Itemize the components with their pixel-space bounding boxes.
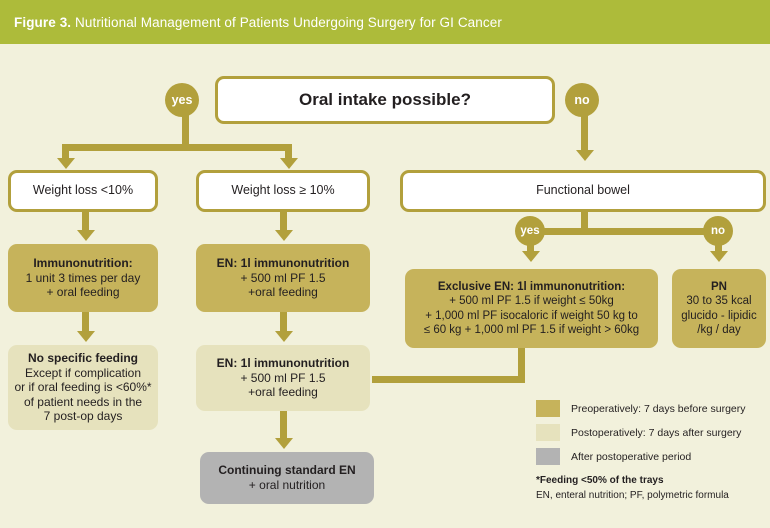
legend: Preoperatively: 7 days before surgery Po… xyxy=(536,400,768,503)
node-functional-bowel[interactable]: Functional bowel xyxy=(400,170,766,212)
node-no-specific-feeding-line1: No specific feeding xyxy=(27,350,139,365)
node-pn-line3: glucido - lipidic xyxy=(681,309,757,322)
arrow-to-no-specific-feeding xyxy=(76,331,95,342)
node-en-preoperative[interactable]: EN: 1l immunonutrition + 500 ml PF 1.5 +… xyxy=(196,244,370,312)
node-exclusive-en-line3: + 1,000 ml PF isocaloric if weight 50 kg… xyxy=(425,309,638,322)
node-continuing-standard-en[interactable]: Continuing standard EN + oral nutrition xyxy=(200,452,374,504)
branch-label-bowel-yes-text: yes xyxy=(520,225,540,237)
arrow-to-functional-bowel xyxy=(575,150,594,161)
branch-label-oral-no: no xyxy=(565,83,599,117)
node-no-specific-feeding-line4: of patient needs in the xyxy=(23,394,143,409)
arrow-to-immunonutrition xyxy=(76,230,95,241)
node-en-postoperative-line3: +oral feeding xyxy=(248,385,318,400)
node-pn-line2: 30 to 35 kcal xyxy=(686,295,752,308)
arrow-to-exclusive-en xyxy=(521,251,540,262)
node-exclusive-en-line1: Exclusive EN: 1l immunonutrition: xyxy=(437,281,626,294)
node-pn-line1: PN xyxy=(711,281,727,294)
legend-footnote-feeding: *Feeding <50% of the trays xyxy=(536,475,664,486)
node-no-specific-feeding-line5: 7 post-op days xyxy=(43,409,123,424)
figure-header-text: Figure 3. Nutritional Management of Pati… xyxy=(0,15,502,30)
connector-yes-right-drop xyxy=(285,144,292,161)
node-continuing-standard-en-line1: Continuing standard EN xyxy=(218,463,356,478)
branch-label-oral-yes: yes xyxy=(165,83,199,117)
legend-footnote-abbreviations: EN, enteral nutrition; PF, polymetric fo… xyxy=(536,489,729,501)
node-pn[interactable]: PN 30 to 35 kcal glucido - lipidic /kg /… xyxy=(672,269,766,348)
connector-exclusive-en-left xyxy=(372,376,525,383)
node-weight-loss-high-line1: Weight loss ≥ 10% xyxy=(231,183,335,198)
connector-en-pre-to-en-post xyxy=(280,312,287,334)
legend-item-postoperative: Postoperatively: 7 days after surgery xyxy=(536,424,768,441)
node-en-postoperative-line1: EN: 1l immunonutrition xyxy=(216,356,350,371)
node-exclusive-en-line2: + 500 ml PF 1.5 if weight ≤ 50kg xyxy=(449,295,614,308)
node-exclusive-en[interactable]: Exclusive EN: 1l immunonutrition: + 500 … xyxy=(405,269,658,348)
connector-oral-yes-stem xyxy=(182,110,189,148)
node-immunonutrition-line1: Immunonutrition: xyxy=(33,256,133,271)
node-no-specific-feeding[interactable]: No specific feeding Except if complicati… xyxy=(8,345,158,430)
node-no-specific-feeding-line3: or if oral feeding is <60%* xyxy=(14,380,152,395)
node-continuing-standard-en-line2: + oral nutrition xyxy=(248,478,326,492)
node-en-postoperative[interactable]: EN: 1l immunonutrition + 500 ml PF 1.5 +… xyxy=(196,345,370,411)
figure-title: Nutritional Management of Patients Under… xyxy=(71,14,502,30)
legend-label-after-postoperative: After postoperative period xyxy=(571,450,692,463)
branch-label-bowel-no: no xyxy=(703,216,733,246)
arrow-to-en-post xyxy=(274,331,293,342)
connector-bowel-bar xyxy=(527,228,722,235)
connector-immuno-to-nospecific xyxy=(82,312,89,334)
connector-bowel-stem xyxy=(581,210,588,232)
connector-exclusive-en-down xyxy=(518,348,525,383)
node-immunonutrition-line2: 1 unit 3 times per day xyxy=(25,270,141,285)
figure-header: Figure 3. Nutritional Management of Pati… xyxy=(0,0,770,44)
node-oral-intake-line1: Oral intake possible? xyxy=(299,89,471,109)
node-weight-loss-low[interactable]: Weight loss <10% xyxy=(8,170,158,212)
arrow-to-pn xyxy=(709,251,728,262)
node-en-preoperative-line2: + 500 ml PF 1.5 xyxy=(240,270,326,285)
node-en-postoperative-line2: + 500 ml PF 1.5 xyxy=(240,370,326,385)
branch-label-bowel-no-text: no xyxy=(710,225,726,237)
legend-swatch-preoperative xyxy=(536,400,560,417)
connector-yes-split-bar xyxy=(62,144,292,151)
branch-label-oral-yes-text: yes xyxy=(171,93,193,107)
figure-number: Figure 3. xyxy=(14,14,72,30)
branch-label-bowel-yes: yes xyxy=(515,216,545,246)
node-pn-line4: /kg / day xyxy=(697,323,741,336)
branch-label-oral-no-text: no xyxy=(574,93,590,107)
node-exclusive-en-line4: ≤ 60 kg + 1,000 ml PF 1.5 if weight > 60… xyxy=(423,323,640,336)
legend-label-postoperative: Postoperatively: 7 days after surgery xyxy=(571,426,742,439)
arrow-to-weight-loss-high xyxy=(279,158,298,169)
connector-wl-low-to-immuno xyxy=(82,211,89,233)
node-weight-loss-low-line1: Weight loss <10% xyxy=(32,183,134,198)
node-immunonutrition-line3: + oral feeding xyxy=(46,285,120,300)
node-weight-loss-high[interactable]: Weight loss ≥ 10% xyxy=(196,170,370,212)
connector-yes-left-drop xyxy=(62,144,69,161)
node-immunonutrition[interactable]: Immunonutrition: 1 unit 3 times per day … xyxy=(8,244,158,312)
legend-item-preoperative: Preoperatively: 7 days before surgery xyxy=(536,400,768,417)
connector-oral-no-stem xyxy=(581,110,588,152)
legend-swatch-after-postoperative xyxy=(536,448,560,465)
legend-label-preoperative: Preoperatively: 7 days before surgery xyxy=(571,402,746,415)
arrow-to-continuing-en xyxy=(274,438,293,449)
node-oral-intake[interactable]: Oral intake possible? xyxy=(215,76,555,124)
connector-wl-high-to-en-pre xyxy=(280,211,287,233)
arrow-to-en-pre xyxy=(274,230,293,241)
connector-en-post-to-continuing xyxy=(280,411,287,441)
arrow-to-weight-loss-low xyxy=(56,158,75,169)
node-no-specific-feeding-line2: Except if complication xyxy=(24,365,142,380)
node-en-preoperative-line3: +oral feeding xyxy=(248,285,318,300)
node-en-preoperative-line1: EN: 1l immunonutrition xyxy=(216,256,350,271)
legend-footnotes: *Feeding <50% of the trays EN, enteral n… xyxy=(536,474,768,503)
node-functional-bowel-line1: Functional bowel xyxy=(536,183,630,198)
legend-item-after-postoperative: After postoperative period xyxy=(536,448,768,465)
legend-swatch-postoperative xyxy=(536,424,560,441)
